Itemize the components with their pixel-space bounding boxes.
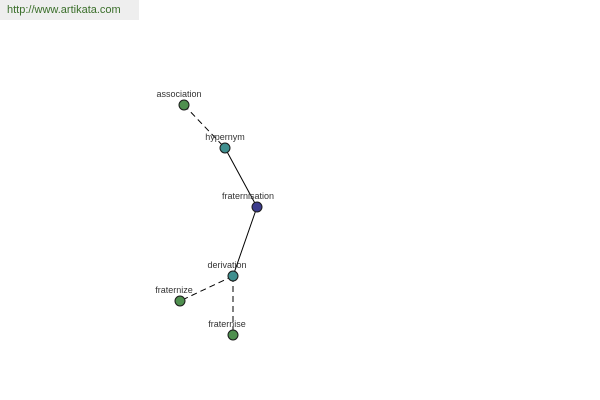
nodes-layer: association hypernym fraternisation derivat… (155, 89, 274, 341)
node-hypernym[interactable]: hypernym (205, 132, 245, 154)
node-fraternisation[interactable]: fraternisation (222, 191, 274, 213)
node-label-fraternize: fraternize (155, 285, 193, 295)
node-label-fraternise: fraternise (208, 319, 246, 329)
node-circle-association[interactable] (178, 99, 190, 111)
edge-fraternisation-derivation (232, 206, 258, 277)
node-label-hypernym: hypernym (205, 132, 245, 142)
node-label-fraternisation: fraternisation (222, 191, 274, 201)
node-fraternize[interactable]: fraternize (155, 285, 193, 307)
node-circle-hypernym[interactable] (219, 142, 231, 154)
node-circle-fraternisation[interactable] (251, 201, 263, 213)
node-label-association: association (156, 89, 201, 99)
node-derivation[interactable]: derivation (207, 260, 247, 282)
node-label-derivation: derivation (207, 260, 246, 270)
node-association[interactable]: association (156, 89, 202, 111)
edges-layer (179, 104, 258, 335)
node-circle-fraternize[interactable] (174, 295, 186, 307)
node-fraternise[interactable]: fraternise (208, 319, 246, 341)
watermark-url: http://www.artikata.com (0, 0, 139, 20)
node-circle-fraternise[interactable] (227, 329, 239, 341)
edge-hypernym-fraternisation (224, 147, 258, 208)
node-circle-derivation[interactable] (227, 270, 239, 282)
